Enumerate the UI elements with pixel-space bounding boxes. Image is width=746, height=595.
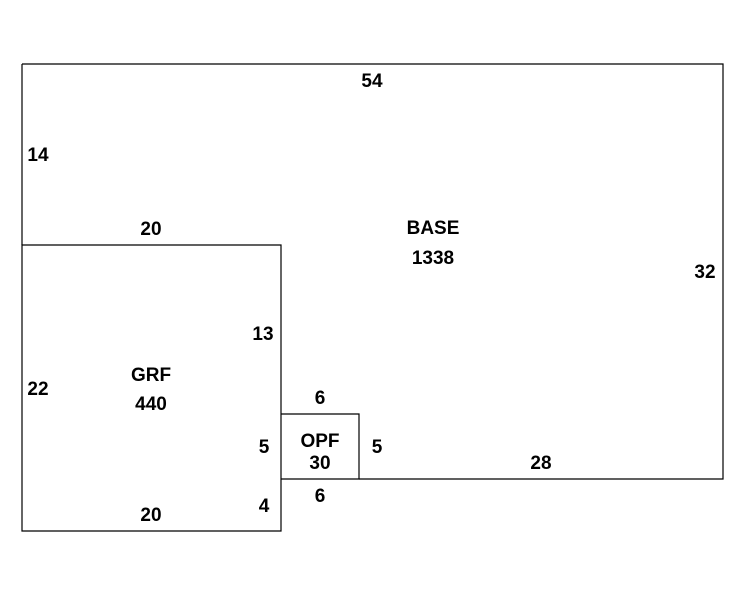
dim-opf-right: 5 [372, 437, 383, 458]
grf-area-value: 440 [135, 394, 167, 415]
dim-opf-top: 6 [315, 388, 326, 409]
grf-outline [21, 244, 282, 532]
opf-area-value: 30 [309, 453, 330, 474]
dim-grf-bottom: 20 [140, 505, 161, 526]
dim-grf-left: 22 [27, 379, 48, 400]
dim-base-bottom: 28 [530, 453, 551, 474]
opf-area-name: OPF [300, 431, 339, 452]
dim-grf-right-middle: 5 [259, 437, 270, 458]
base-area-name: BASE [407, 218, 460, 239]
base-outline [21, 63, 724, 480]
dim-base-right: 32 [694, 262, 715, 283]
base-area-value: 1338 [412, 248, 454, 269]
grf-area-name: GRF [131, 365, 171, 386]
opf-outline [281, 413, 360, 480]
dim-grf-top: 20 [140, 219, 161, 240]
dim-base-top: 54 [361, 71, 383, 92]
dim-grf-right-upper: 13 [252, 324, 273, 345]
dim-grf-right-lower: 4 [259, 496, 270, 517]
dim-opf-bottom: 6 [315, 486, 326, 507]
dim-base-left: 14 [27, 145, 49, 166]
